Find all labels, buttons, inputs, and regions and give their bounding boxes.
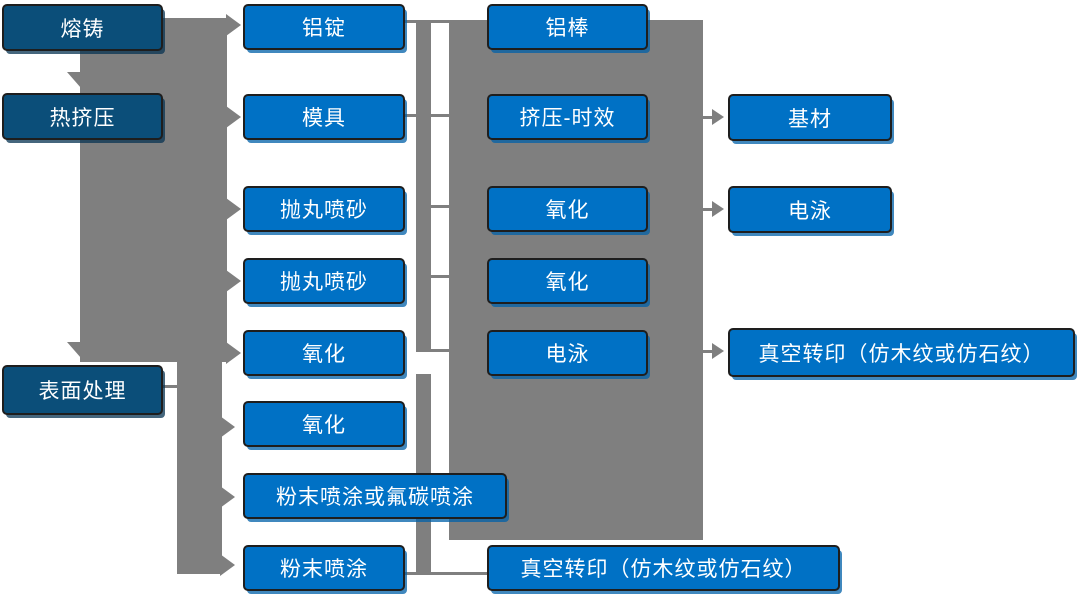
arrow-to-shot-blasting-2 [226,270,241,292]
node-powder-or-fluorocarbon-coating[interactable]: 粉末喷涂或氟碳喷涂 [243,473,507,519]
connector-bar-upper [416,20,431,352]
arrow-head-to-electrophoresis [712,201,724,217]
arrow-shaft-to-electrophoresis [701,208,713,211]
arrow-down-to-hot-extrusion [67,72,95,88]
arrow-to-shot-blasting-1 [226,198,241,220]
node-oxidation-4[interactable]: 氧化 [487,258,648,304]
link-row2 [405,114,451,117]
node-oxidation-3[interactable]: 氧化 [487,186,648,232]
arrow-to-mold [226,106,241,128]
arrow-head-to-substrate [712,109,724,125]
node-oxidation-2[interactable]: 氧化 [243,401,405,447]
node-extrusion-aging[interactable]: 挤压-时效 [487,94,648,140]
node-vacuum-transfer-1[interactable]: 真空转印（仿木纹或仿石纹） [487,545,840,591]
node-oxidation-1[interactable]: 氧化 [243,330,405,376]
link-row1 [405,20,451,23]
link-row4 [429,275,451,278]
link-row5 [429,349,451,352]
link-row3 [429,205,451,208]
link-row8 [405,572,489,575]
flow-band-main [80,18,227,362]
node-substrate[interactable]: 基材 [728,94,892,141]
node-shot-blasting-2[interactable]: 抛丸喷砂 [243,258,405,304]
node-vacuum-transfer-2[interactable]: 真空转印（仿木纹或仿石纹） [728,328,1075,377]
node-electrophoresis-2[interactable]: 电泳 [728,186,892,233]
arrow-to-powder-or-fluorocarbon [220,486,235,508]
node-shot-blasting-1[interactable]: 抛丸喷砂 [243,186,405,232]
arrow-head-to-vacuum-transfer [712,343,724,359]
node-electrophoresis-1[interactable]: 电泳 [487,330,648,376]
node-hot-extrusion[interactable]: 热挤压 [2,93,163,140]
arrow-to-aluminum-ingot [226,14,241,36]
arrow-to-powder-coating [220,554,235,576]
node-mold[interactable]: 模具 [243,94,405,140]
arrow-shaft-to-substrate [701,116,713,119]
node-powder-coating[interactable]: 粉末喷涂 [243,545,405,591]
arrow-shaft-to-vacuum-transfer [701,350,713,353]
arrow-to-oxidation-1 [226,342,241,364]
arrow-to-oxidation-2 [220,416,235,438]
arrow-down-to-surface-treatment [67,342,95,358]
node-aluminum-ingot[interactable]: 铝锭 [243,4,405,50]
node-melting-casting[interactable]: 熔铸 [2,4,163,51]
flow-band-surface [177,362,222,574]
node-surface-treatment[interactable]: 表面处理 [2,365,163,415]
node-aluminum-rod[interactable]: 铝棒 [487,4,648,50]
link-surface-treatment [163,385,179,388]
